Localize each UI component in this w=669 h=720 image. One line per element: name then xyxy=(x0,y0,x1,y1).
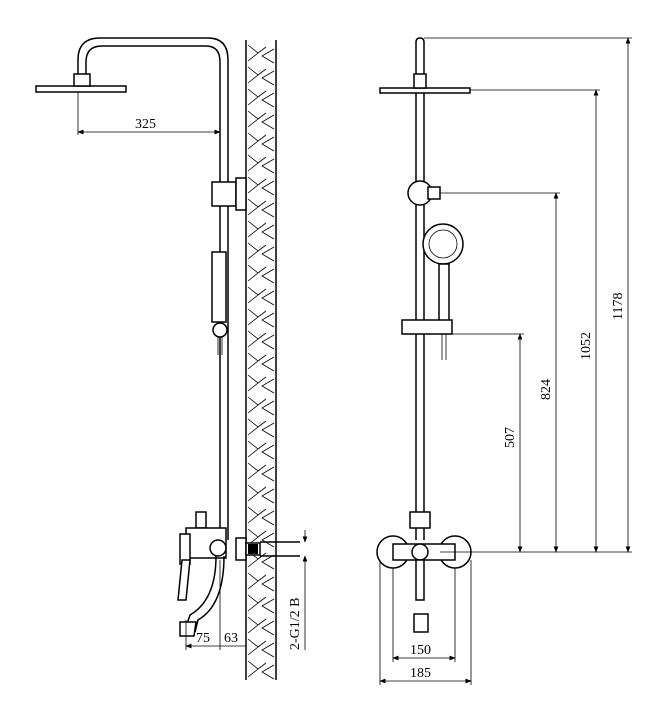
wall-hatch xyxy=(247,616,275,636)
wall-hatch xyxy=(247,264,275,284)
dim-wall-offset: 63 xyxy=(224,631,238,646)
front-view-shower xyxy=(376,37,472,633)
wall-hatch xyxy=(247,308,275,328)
dim-centers: 150 xyxy=(410,643,431,658)
wall-hatch xyxy=(247,66,275,86)
wall-hatch xyxy=(247,242,275,262)
wall-hatch xyxy=(247,396,275,416)
dim-arm-reach: 325 xyxy=(135,117,156,132)
side-dimensions: 325 75 63 2-G1/2 B xyxy=(77,92,308,651)
wall-hatch xyxy=(247,418,275,438)
dim-spout-offset: 75 xyxy=(196,631,210,646)
dim-thread: 2-G1/2 B xyxy=(288,598,303,651)
wall-hatch xyxy=(247,594,275,614)
wall-hatch xyxy=(247,374,275,394)
wall-hatch xyxy=(247,44,275,64)
wall-hatch xyxy=(247,660,275,680)
dim-holder-height: 507 xyxy=(503,427,518,448)
wall-hatch xyxy=(247,198,275,218)
wall-hatch xyxy=(247,88,275,108)
wall-hatch xyxy=(247,154,275,174)
side-view-shower xyxy=(35,37,300,637)
wall-hatch xyxy=(247,440,275,460)
wall-hatch xyxy=(247,462,275,482)
front-dimensions: 1178 1052 824 507 150 185 xyxy=(379,37,632,685)
wall-hatch xyxy=(247,506,275,526)
dim-total-height: 1178 xyxy=(611,293,626,320)
wall-hatch xyxy=(247,638,275,658)
wall-hatch xyxy=(247,572,275,592)
slide-holder xyxy=(401,319,453,335)
wall-hatch xyxy=(247,132,275,152)
wall xyxy=(245,40,277,680)
dim-holder-top: 824 xyxy=(539,379,554,400)
rain-head-side xyxy=(35,85,127,93)
wall-hatch xyxy=(247,176,275,196)
dim-head-height: 1052 xyxy=(579,332,594,360)
wall-hatch xyxy=(247,220,275,240)
dim-width: 185 xyxy=(410,666,431,681)
hand-shower-side xyxy=(211,251,227,323)
wall-hatch xyxy=(247,110,275,130)
wall-hatch xyxy=(247,484,275,504)
wall-hatch xyxy=(247,286,275,306)
wall-hatch xyxy=(247,352,275,372)
wall-hatch xyxy=(247,330,275,350)
